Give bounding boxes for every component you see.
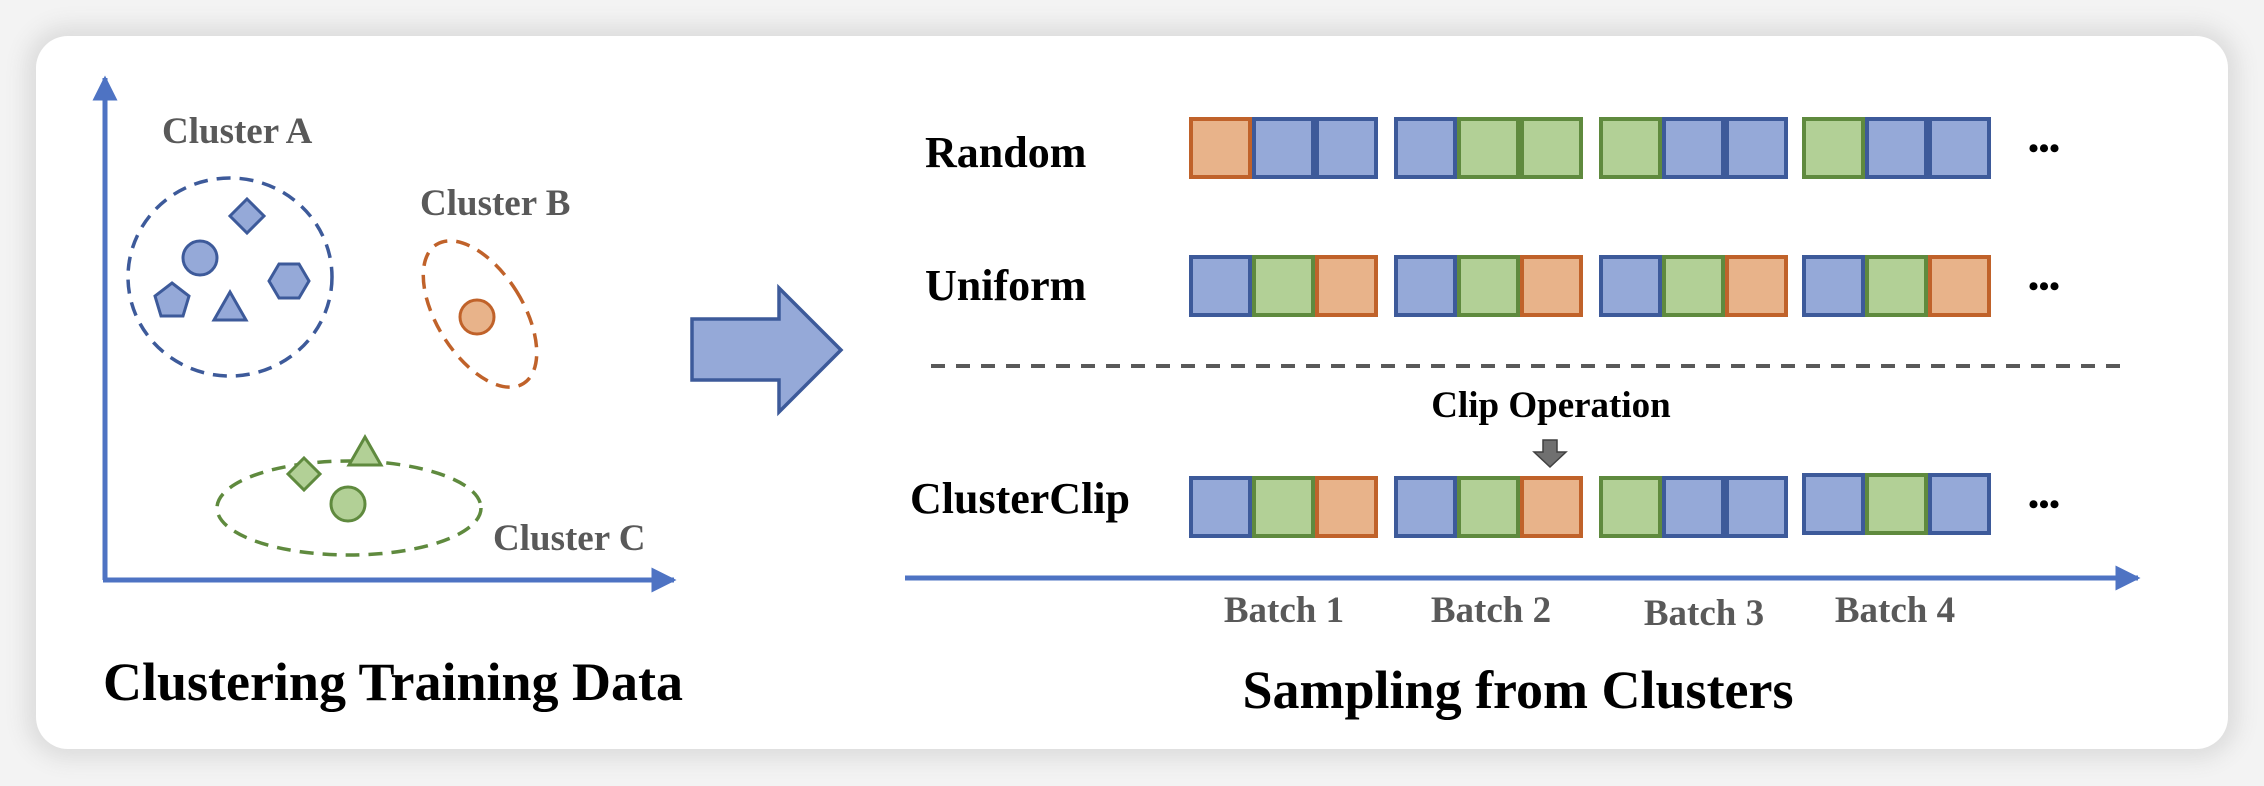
row-uniform: [1189, 255, 1991, 317]
triangle-icon: [211, 288, 249, 322]
cluster-a-boundary: [126, 176, 334, 378]
sample-cell-blue: [1315, 117, 1378, 179]
circle-icon: [181, 239, 219, 277]
sample-cell-blue: [1599, 255, 1662, 317]
batch-3: [1599, 476, 1788, 538]
sample-cell-green: [1457, 117, 1520, 179]
batch-label-4: Batch 4: [1835, 590, 1955, 631]
batch-3: [1599, 255, 1788, 317]
sample-cell-blue: [1394, 476, 1457, 538]
sample-cell-green: [1599, 476, 1662, 538]
cluster-a: Cluster A: [126, 111, 334, 378]
diamond-icon: [285, 455, 323, 493]
batch-1: [1189, 476, 1378, 538]
sample-cell-green: [1520, 117, 1583, 179]
sample-cell-blue: [1189, 255, 1252, 317]
sample-cell-green: [1252, 255, 1315, 317]
cluster-b: Cluster B: [420, 183, 570, 389]
sample-cell-blue: [1865, 117, 1928, 179]
batch-2: [1394, 117, 1583, 179]
cluster-b-boundary: [421, 239, 539, 389]
batch-label-2: Batch 2: [1431, 590, 1551, 631]
triangle-icon: [346, 433, 384, 467]
sample-cell-blue: [1394, 255, 1457, 317]
row-random: [1189, 117, 1991, 179]
batch-4: [1802, 255, 1991, 317]
sample-cell-orange: [1928, 255, 1991, 317]
right-panel: Random Uniform ClusterClip ••• ••• ••• C…: [905, 117, 2141, 720]
sample-cell-blue: [1725, 476, 1788, 538]
sample-cell-green: [1457, 255, 1520, 317]
sample-cell-blue: [1928, 117, 1991, 179]
row-label-random: Random: [925, 128, 1086, 177]
hexagon-icon: [267, 262, 311, 300]
batch-label-1: Batch 1: [1224, 590, 1344, 631]
diamond-icon: [227, 196, 267, 236]
sample-cell-green: [1457, 476, 1520, 538]
sample-cell-green: [1865, 473, 1928, 535]
sample-cell-green: [1865, 255, 1928, 317]
sample-cell-orange: [1315, 476, 1378, 538]
sample-cell-blue: [1802, 255, 1865, 317]
sample-cell-blue: [1189, 476, 1252, 538]
cluster-c: Cluster C: [215, 433, 645, 559]
sample-cell-orange: [1520, 476, 1583, 538]
batch-1: [1189, 117, 1378, 179]
left-panel: Cluster A Cluster B Cluster C Clustering…: [92, 75, 683, 712]
circle-icon: [329, 485, 367, 523]
sample-cell-orange: [1315, 255, 1378, 317]
cluster-c-boundary: [215, 459, 483, 557]
sample-cell-blue: [1725, 117, 1788, 179]
sample-cell-blue: [1394, 117, 1457, 179]
ellipsis-uniform: •••: [2028, 270, 2060, 303]
batch-4: [1802, 473, 1991, 535]
ellipsis-random: •••: [2028, 132, 2060, 165]
batch-label-3: Batch 3: [1644, 593, 1764, 634]
clip-operation-label: Clip Operation: [1431, 385, 1671, 426]
row-label-uniform: Uniform: [925, 261, 1086, 310]
left-panel-title: Clustering Training Data: [103, 652, 683, 712]
batch-4: [1802, 117, 1991, 179]
sample-cell-green: [1662, 255, 1725, 317]
batch-1: [1189, 255, 1378, 317]
sample-cell-blue: [1252, 117, 1315, 179]
sample-cell-green: [1252, 476, 1315, 538]
row-label-clusterclip: ClusterClip: [910, 474, 1130, 523]
pentagon-icon: [153, 281, 191, 318]
clip-down-arrow-icon: [1532, 439, 1568, 469]
batch-rows: [1189, 117, 1991, 538]
circle-icon: [458, 298, 496, 336]
cluster-b-label: Cluster B: [420, 183, 570, 224]
right-panel-title: Sampling from Clusters: [1242, 660, 1793, 720]
batch-2: [1394, 476, 1583, 538]
cluster-a-label: Cluster A: [162, 111, 313, 152]
ellipsis-clusterclip: •••: [2028, 488, 2060, 521]
sample-cell-green: [1802, 117, 1865, 179]
sample-cell-orange: [1520, 255, 1583, 317]
row-clusterclip: [1189, 473, 1991, 538]
sample-cell-blue: [1802, 473, 1865, 535]
sample-cell-orange: [1189, 117, 1252, 179]
cluster-c-label: Cluster C: [493, 518, 645, 559]
batch-2: [1394, 255, 1583, 317]
sample-cell-blue: [1662, 117, 1725, 179]
sample-cell-green: [1599, 117, 1662, 179]
right-arrow-icon: [690, 283, 844, 417]
sample-cell-blue: [1662, 476, 1725, 538]
sample-cell-blue: [1928, 473, 1991, 535]
batch-3: [1599, 117, 1788, 179]
sample-cell-orange: [1725, 255, 1788, 317]
